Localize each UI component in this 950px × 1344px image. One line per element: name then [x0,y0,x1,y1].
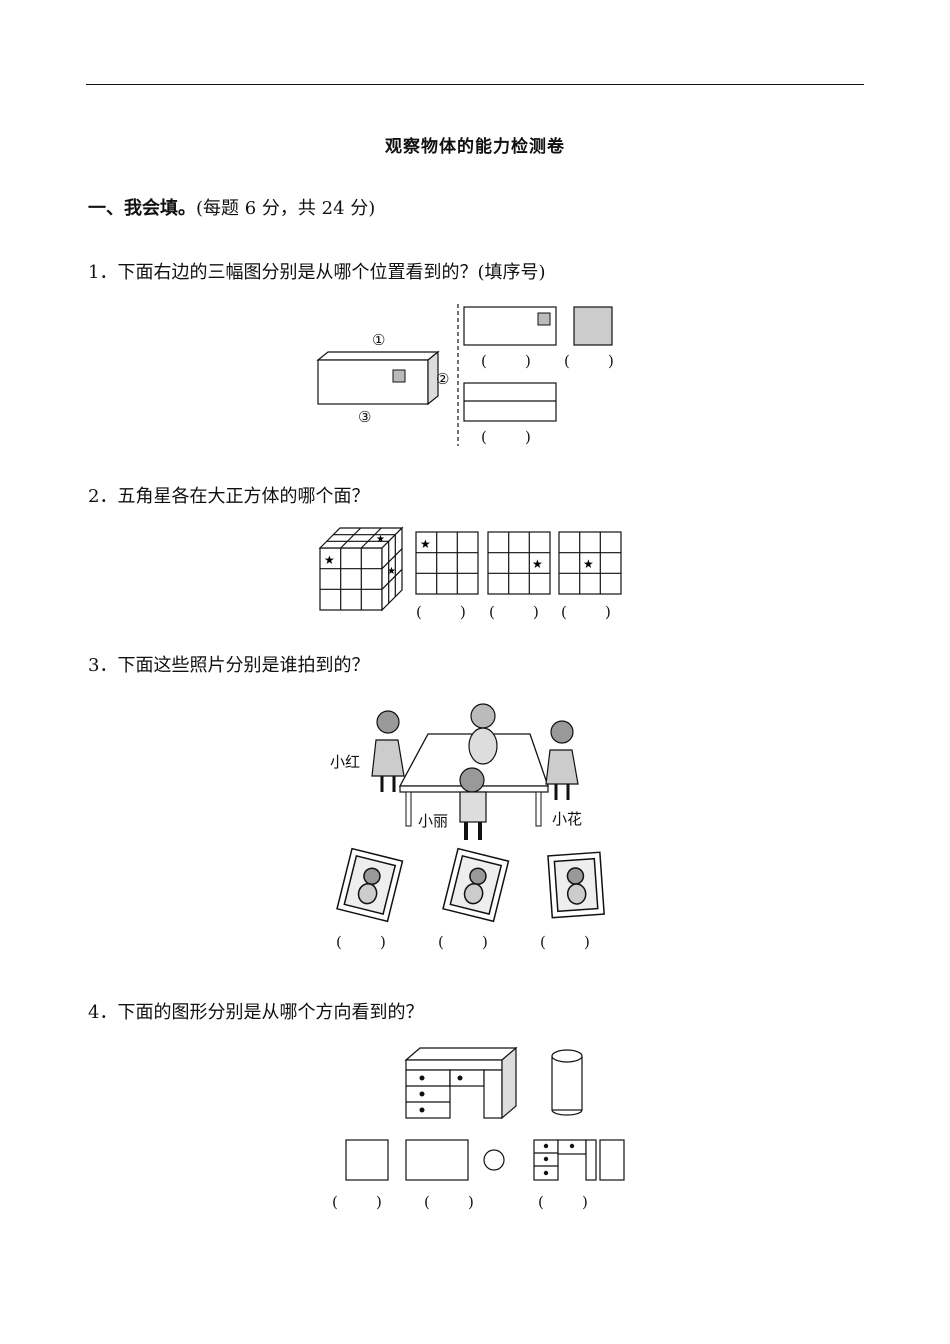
view-label-1: ① [372,331,386,349]
svg-text:★: ★ [376,534,385,545]
q4-desk-figure [404,1046,518,1120]
svg-text:★: ★ [532,557,543,571]
section-heading-label: 一、我会填。 [88,198,196,219]
answer-blank[interactable]: ( ) [438,933,488,951]
view-label-3: ③ [358,408,372,426]
svg-text:★: ★ [583,557,594,571]
name-xiaohua: 小花 [552,810,583,828]
answer-blank[interactable]: ( ) [424,1193,474,1211]
q1-box-figure [316,350,440,406]
view-label-2: ② [436,370,450,388]
top-rule [86,84,864,85]
q1-dashed-divider [457,304,459,446]
q4-cylinder-figure [551,1049,583,1116]
q3-table-scene [371,703,579,840]
question-4-text: 4．下面的图形分别是从哪个方向看到的？ [88,1002,424,1023]
q1-view-top [463,306,613,422]
answer-blank[interactable]: ( ) [489,603,539,621]
name-xiaohong: 小红 [330,753,361,771]
svg-text:★: ★ [420,537,431,551]
svg-text:★: ★ [387,566,396,577]
section-score-note: (每题 6 分，共 24 分) [196,198,376,219]
question-3-text: 3．下面这些照片分别是谁拍到的？ [88,655,370,676]
svg-text:★: ★ [324,553,335,567]
answer-blank[interactable]: ( ) [481,428,531,446]
page-title: 观察物体的能力检测卷 [385,137,565,157]
answer-blank[interactable]: ( ) [538,1193,588,1211]
answer-blank[interactable]: ( ) [540,933,590,951]
question-2-text: 2．五角星各在大正方体的哪个面？ [88,486,370,507]
q2-face-grids: ★ ★ ★ [415,531,622,595]
answer-blank[interactable]: ( ) [336,933,386,951]
q3-photos [336,847,605,923]
answer-blank[interactable]: ( ) [564,352,614,370]
question-1-text: 1．下面右边的三幅图分别是从哪个位置看到的？(填序号) [88,262,546,283]
section-heading: 一、我会填。(每题 6 分，共 24 分) [88,194,375,220]
answer-blank[interactable]: ( ) [416,603,466,621]
name-xiaoli: 小丽 [418,812,449,830]
q2-cube-figure: ★ ★ ★ [318,526,404,612]
answer-blank[interactable]: ( ) [481,352,531,370]
answer-blank[interactable]: ( ) [561,603,611,621]
answer-blank[interactable]: ( ) [332,1193,382,1211]
q4-views [345,1139,625,1181]
